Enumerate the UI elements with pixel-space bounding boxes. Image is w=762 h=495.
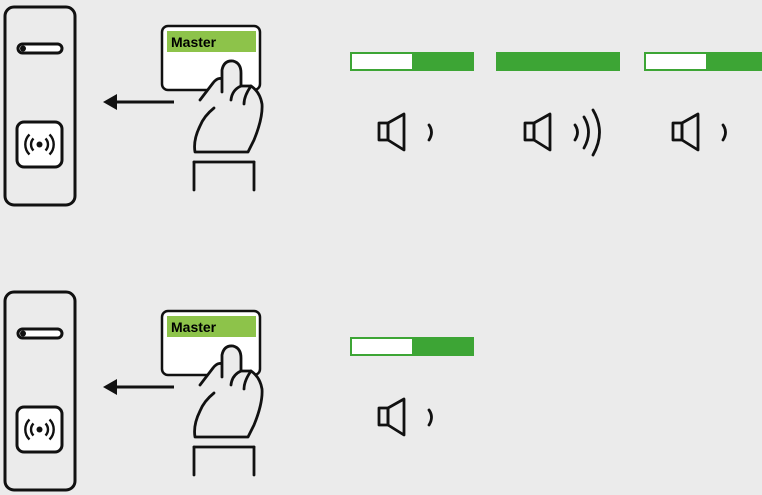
card-label: Master — [171, 319, 217, 335]
signal-1 — [351, 338, 473, 435]
card-reader-device — [5, 292, 75, 490]
master-card: Master — [162, 311, 260, 375]
led-indicator — [645, 53, 762, 70]
speaker-one-wave-icon — [379, 399, 432, 435]
arrow-left-icon — [103, 379, 174, 395]
sequence-2-drawing: Master — [0, 285, 762, 495]
signal-1 — [351, 53, 473, 150]
signal-2 — [497, 53, 619, 155]
sequence-2: Master — [0, 285, 762, 495]
sequence-1-drawing: Master — [0, 0, 762, 210]
master-card: Master — [162, 26, 260, 90]
led-indicator — [351, 338, 473, 355]
arrow-left-icon — [103, 94, 174, 110]
card-label: Master — [171, 34, 217, 50]
sequence-1: Master — [0, 0, 762, 210]
signal-3 — [645, 53, 762, 150]
speaker-one-wave-icon — [673, 114, 726, 150]
speaker-two-waves-icon — [525, 110, 600, 155]
led-indicator — [351, 53, 473, 70]
led-indicator — [497, 53, 619, 70]
card-reader-device — [5, 7, 75, 205]
speaker-one-wave-icon — [379, 114, 432, 150]
